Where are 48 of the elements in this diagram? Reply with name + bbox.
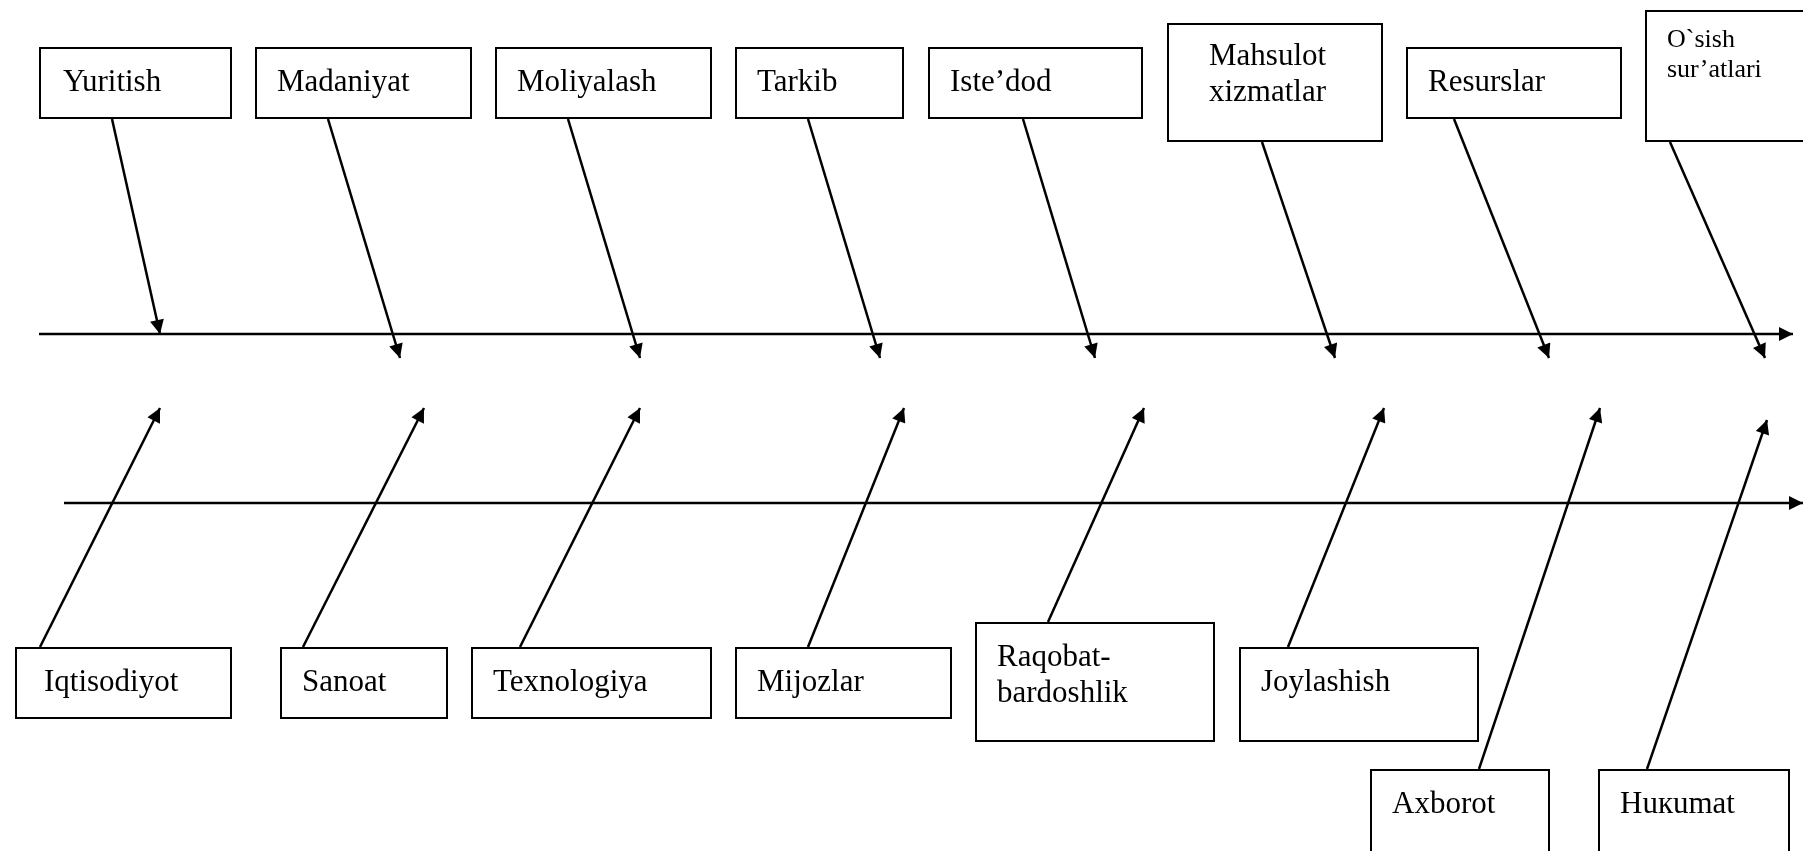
factor-label: Mahsulot xizmatlar [1209,37,1328,109]
factor-box [39,47,232,119]
arrow [1452,118,1551,359]
arrow [1021,118,1098,359]
factor-label: Resurslar [1428,63,1547,99]
arrow [806,407,906,648]
factor-label: Moliyalash [517,63,658,99]
factor-label: Huкumat [1620,785,1736,821]
factor-label: Texnologiya [493,663,649,699]
factor-box [495,47,712,119]
factor-label: Iqtisodiyot [44,663,180,699]
factor-label: Joylashish [1261,663,1392,699]
arrow [301,407,426,648]
factor-box [15,647,232,719]
factor-box [1406,47,1622,119]
arrow [1645,419,1770,770]
factor-box [735,47,904,119]
factor-box [255,47,472,119]
arrow [1286,407,1386,648]
factor-label: Iste’dod [950,63,1053,99]
arrow [566,118,643,359]
factor-label: O`sish sur’atlari [1667,24,1763,84]
arrow [1668,141,1767,359]
factor-box [1239,647,1479,742]
arrow [806,118,883,359]
factor-box [975,622,1215,742]
factor-label: Sanoat [302,663,388,699]
factor-label: Madaniyat [277,63,411,99]
arrow [1046,407,1146,623]
factor-label: Axborot [1392,785,1497,821]
arrow [38,407,162,648]
factor-box [1598,769,1790,851]
factor-label: Tarkib [757,63,839,99]
factor-box [280,647,448,719]
factor-box [1645,10,1803,142]
factor-box [1167,23,1383,142]
arrow [1260,141,1338,359]
factor-label: Mijozlar [757,663,865,699]
factor-box [471,647,712,719]
arrow [326,118,403,359]
arrow [518,407,642,648]
factor-box [735,647,952,719]
arrow [110,118,164,335]
arrow [1477,407,1603,770]
factor-box [1370,769,1550,851]
factor-label: Yuritish [63,63,163,99]
factor-box [928,47,1143,119]
factor-label: Raqobat- bardoshlik [997,638,1129,710]
